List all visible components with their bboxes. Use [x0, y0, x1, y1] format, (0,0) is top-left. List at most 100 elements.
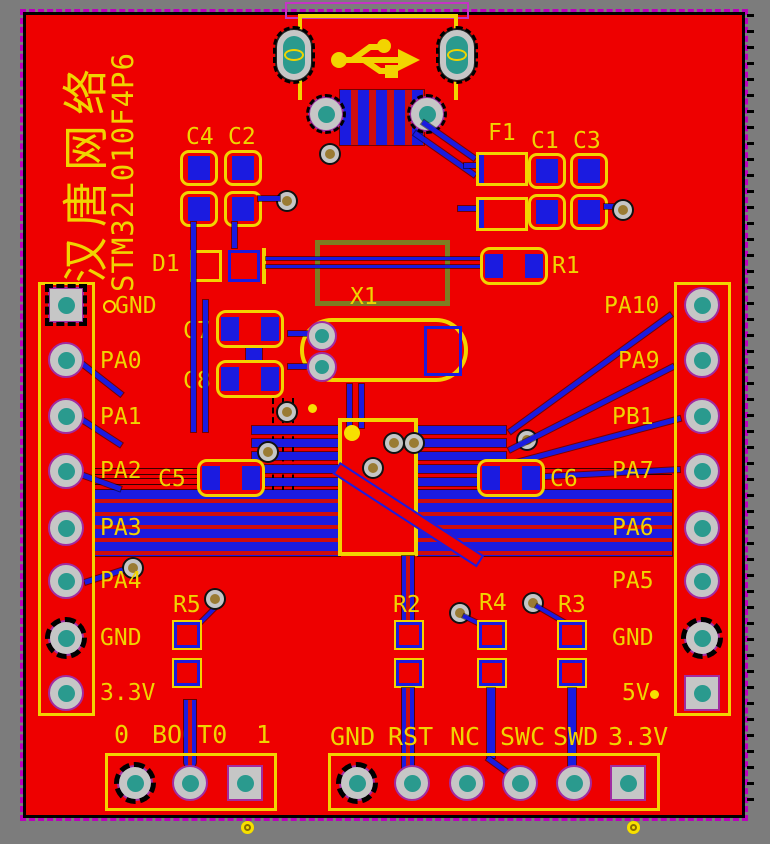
ic-pad[interactable]	[418, 478, 506, 486]
prog-label[interactable]: RST	[388, 722, 434, 751]
ic-pad[interactable]	[252, 439, 340, 447]
copper-trace[interactable]	[258, 196, 280, 201]
resistor-r4-pad[interactable]	[477, 658, 507, 688]
prog-label[interactable]: SWD	[553, 722, 599, 751]
refdes-r2[interactable]: R2	[393, 592, 421, 618]
pin-pad-pa7[interactable]	[684, 453, 720, 489]
prog-label[interactable]: GND	[330, 722, 376, 751]
copper-trace-top[interactable]	[95, 468, 252, 475]
refdes-c6[interactable]: C6	[550, 466, 578, 492]
via[interactable]	[124, 559, 142, 577]
boot-pad-1[interactable]	[227, 765, 263, 801]
via[interactable]	[278, 403, 296, 421]
copper-trace[interactable]	[359, 384, 364, 428]
copper-trace[interactable]	[288, 364, 310, 369]
pin-pad-pa9[interactable]	[684, 342, 720, 378]
via[interactable]	[321, 145, 339, 163]
pin-label[interactable]: GND	[100, 625, 142, 651]
pin-label[interactable]: PA9	[618, 348, 660, 374]
pin-label[interactable]: GND	[612, 625, 654, 651]
copper-trace[interactable]	[347, 384, 352, 428]
silk-mcu-text[interactable]: STM32L010F4P6	[106, 52, 140, 292]
copper-trace[interactable]	[402, 688, 414, 774]
copper-trace[interactable]	[604, 204, 620, 209]
usb-mount-pad[interactable]	[306, 94, 346, 134]
pin-label[interactable]: PB1	[612, 404, 654, 430]
crystal-x1-courtyard[interactable]	[315, 240, 450, 306]
via[interactable]	[385, 434, 403, 452]
pin-pad-pa10[interactable]	[684, 287, 720, 323]
capacitor-c4[interactable]	[180, 150, 218, 232]
pin-pad-pa6[interactable]	[684, 510, 720, 546]
via[interactable]	[614, 201, 632, 219]
pin-label[interactable]: PA2	[100, 458, 142, 484]
copper-trace[interactable]	[402, 556, 414, 620]
capacitor-c2[interactable]	[224, 150, 262, 232]
prog-pad-gnd[interactable]	[336, 762, 378, 804]
pin-pad-pa0[interactable]	[48, 342, 84, 378]
ic-pad[interactable]	[252, 465, 340, 473]
pin-pad-pa3[interactable]	[48, 510, 84, 546]
ic-pad[interactable]	[252, 452, 340, 460]
resistor-r5-pad[interactable]	[172, 658, 202, 688]
via[interactable]	[278, 192, 296, 210]
pin-pad-pa5[interactable]	[684, 563, 720, 599]
copper-trace[interactable]	[191, 222, 196, 432]
refdes-c2[interactable]: C2	[228, 124, 256, 150]
crystal-pad-rect[interactable]	[424, 326, 462, 376]
pin-pad-pa2[interactable]	[48, 453, 84, 489]
pin-pad-5v[interactable]	[684, 675, 720, 711]
resistor-r5-pad[interactable]	[172, 620, 202, 650]
copper-trace[interactable]	[203, 300, 208, 432]
pin-pad-3v3[interactable]	[48, 675, 84, 711]
fuse-f1-pad[interactable]	[476, 197, 528, 231]
prog-pad-rst[interactable]	[394, 765, 430, 801]
via[interactable]	[405, 434, 423, 452]
boot-label-1[interactable]: 1	[256, 720, 272, 749]
refdes-d1[interactable]: D1	[152, 251, 180, 277]
refdes-r5[interactable]: R5	[173, 592, 201, 618]
refdes-c5[interactable]: C5	[158, 466, 186, 492]
crystal-through-hole-pad[interactable]	[307, 321, 337, 351]
pin-pad-gnd[interactable]	[45, 284, 87, 326]
prog-header-outline[interactable]	[328, 753, 660, 811]
left-header-outline[interactable]	[38, 282, 95, 716]
pin-label[interactable]: PA5	[612, 568, 654, 594]
fuse-f1-pad[interactable]	[476, 152, 528, 186]
trace-bus-left[interactable]	[95, 490, 340, 556]
via[interactable]	[259, 443, 277, 461]
pin-pad-gnd[interactable]	[45, 617, 87, 659]
prog-pad-swc[interactable]	[502, 765, 538, 801]
ic-pad[interactable]	[418, 465, 506, 473]
capacitor-c1[interactable]	[528, 153, 566, 235]
resistor-r4-pad[interactable]	[477, 620, 507, 650]
pin-label[interactable]: PA0	[100, 348, 142, 374]
ic-pad[interactable]	[418, 452, 506, 460]
pin-label[interactable]: PA7	[612, 458, 654, 484]
capacitor-c7[interactable]	[216, 310, 284, 348]
copper-trace[interactable]	[288, 331, 310, 336]
crystal-through-hole-pad[interactable]	[307, 352, 337, 382]
refdes-r3[interactable]: R3	[558, 592, 586, 618]
boot-pad-mid[interactable]	[172, 765, 208, 801]
pin-label[interactable]: PA4	[100, 568, 142, 594]
usb-shell-pad[interactable]	[436, 26, 478, 84]
capacitor-c8[interactable]	[216, 360, 284, 398]
prog-label[interactable]: SWC	[500, 722, 546, 751]
pin-label[interactable]: PA6	[612, 515, 654, 541]
prog-pad-3v3[interactable]	[610, 765, 646, 801]
pin-label[interactable]: 5V	[622, 680, 650, 706]
refdes-c4[interactable]: C4	[186, 124, 214, 150]
pin-pad-gnd[interactable]	[681, 617, 723, 659]
capacitor-c6[interactable]	[477, 459, 545, 497]
prog-pad-nc[interactable]	[449, 765, 485, 801]
boot-label-0[interactable]: 0	[114, 720, 130, 749]
copper-trace[interactable]	[232, 222, 237, 248]
copper-trace[interactable]	[568, 688, 576, 770]
refdes-r4[interactable]: R4	[479, 590, 507, 616]
diode-d1-pad[interactable]	[228, 250, 260, 282]
boot-header-outline[interactable]	[105, 753, 277, 811]
usb-shell-pad[interactable]	[273, 26, 315, 84]
resistor-r3-pad[interactable]	[557, 658, 587, 688]
ic-pad[interactable]	[252, 426, 340, 434]
